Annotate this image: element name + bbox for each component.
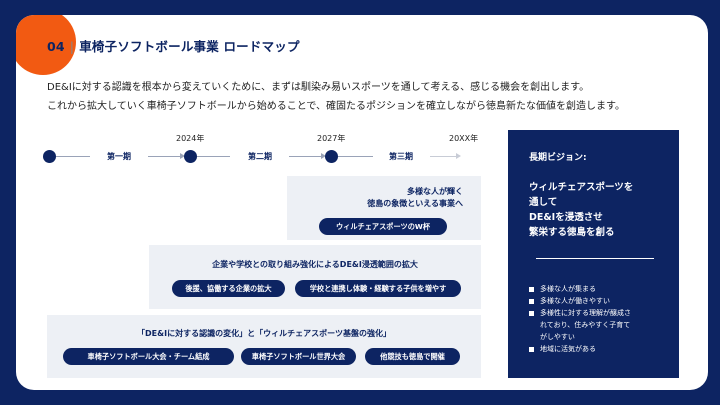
vision-line-2: 通して [529,197,558,208]
phase2-text: 企業や学校との取り組み強化によるDE&I浸透範囲の拡大 [212,260,418,269]
phase2-block [149,245,481,309]
vision-line-4: 繁栄する徳島を創る [529,227,615,238]
phase-label-1: 第一期 [107,152,131,161]
vision-panel: 長期ビジョン: ウィルチェアスポーツを 通して DE&Iを浸透させ 繁栄する徳島… [508,130,679,378]
title-separator: | [69,39,75,54]
year-label-20xx: 20XX年 [449,134,479,143]
page-title: 04 | 車椅子ソフトボール事業 ロードマップ [47,36,300,55]
vision-statement: ウィルチェアスポーツを 通して DE&Iを浸透させ 繁栄する徳島を創る [529,180,633,240]
timeline-line-3b [430,156,457,157]
phase3-text-line-1: 多様な人が輝く [407,187,463,196]
phase1-block [47,315,481,378]
timeline-dot-start [43,150,56,163]
intro-line-1: DE&Iに対する認識を根本から変えていくために、まずは馴染み易いスポーツを通して… [47,82,590,93]
phase3-pill-1: ウィルチェアスポーツのW杯 [319,218,447,235]
vision-divider [536,258,654,259]
phase1-pill-1: 車椅子ソフトボール大会・チーム結成 [63,348,234,365]
vision-bullet: 多様性に対する理解が醸成さ [529,307,631,319]
timeline-arrow-1 [180,153,185,159]
year-label-2027: 2027年 [317,134,346,143]
phase-label-3: 第三期 [389,152,413,161]
timeline-line-2b [289,156,323,157]
phase3-text-line-2: 徳島の象徴といえる事業へ [367,199,463,208]
vision-title: 長期ビジョン: [529,153,587,163]
phase-label-2: 第二期 [248,152,272,161]
vision-line-1: ウィルチェアスポーツを [529,182,634,193]
vision-bullet: 多様な人が働きやすい [529,295,631,307]
timeline-dot-2024 [184,150,197,163]
vision-line-3: DE&Iを浸透させ [529,212,603,223]
year-label-2024: 2024年 [176,134,205,143]
vision-bullet-list: 多様な人が集まる 多様な人が働きやすい 多様性に対する理解が醸成さ れており、住… [529,283,631,355]
phase2-pill-1: 後援、協働する企業の拡大 [172,280,285,297]
intro-text: DE&Iに対する認識を根本から変えていくために、まずは馴染み易いスポーツを通して… [47,78,625,116]
timeline-dot-2027 [325,150,338,163]
timeline-arrow-2 [321,153,326,159]
vision-bullet-continuation: れており、住みやすく子育て [540,321,631,329]
accent-circle [16,15,76,75]
timeline-line-3a [337,156,373,157]
timeline-arrow-3 [456,153,461,159]
phase1-pill-3: 他競技も徳島で開催 [365,348,460,365]
phase2-pill-2: 学校と連携し体験・経験する子供を増やす [295,280,461,297]
section-number: 04 [47,39,65,54]
phase1-text: 「DE&Iに対する認識の変化」と「ウィルチェアスポーツ基盤の強化」 [137,329,391,338]
timeline-line-1a [56,156,90,157]
phase1-pill-2: 車椅子ソフトボール世界大会 [241,348,356,365]
vision-bullet: 地域に活気がある [529,343,631,355]
vision-bullet: 多様な人が集まる [529,283,631,295]
vision-bullet-continuation: がしやすい [540,333,575,341]
timeline-line-1b [148,156,182,157]
title-text: 車椅子ソフトボール事業 ロードマップ [79,39,300,54]
intro-line-2: これから拡大していく車椅子ソフトボールから始めることで、確固たるポジションを確立… [47,101,625,112]
timeline-line-2a [196,156,230,157]
phase3-text: 多様な人が輝く 徳島の象徴といえる事業へ [287,186,463,210]
